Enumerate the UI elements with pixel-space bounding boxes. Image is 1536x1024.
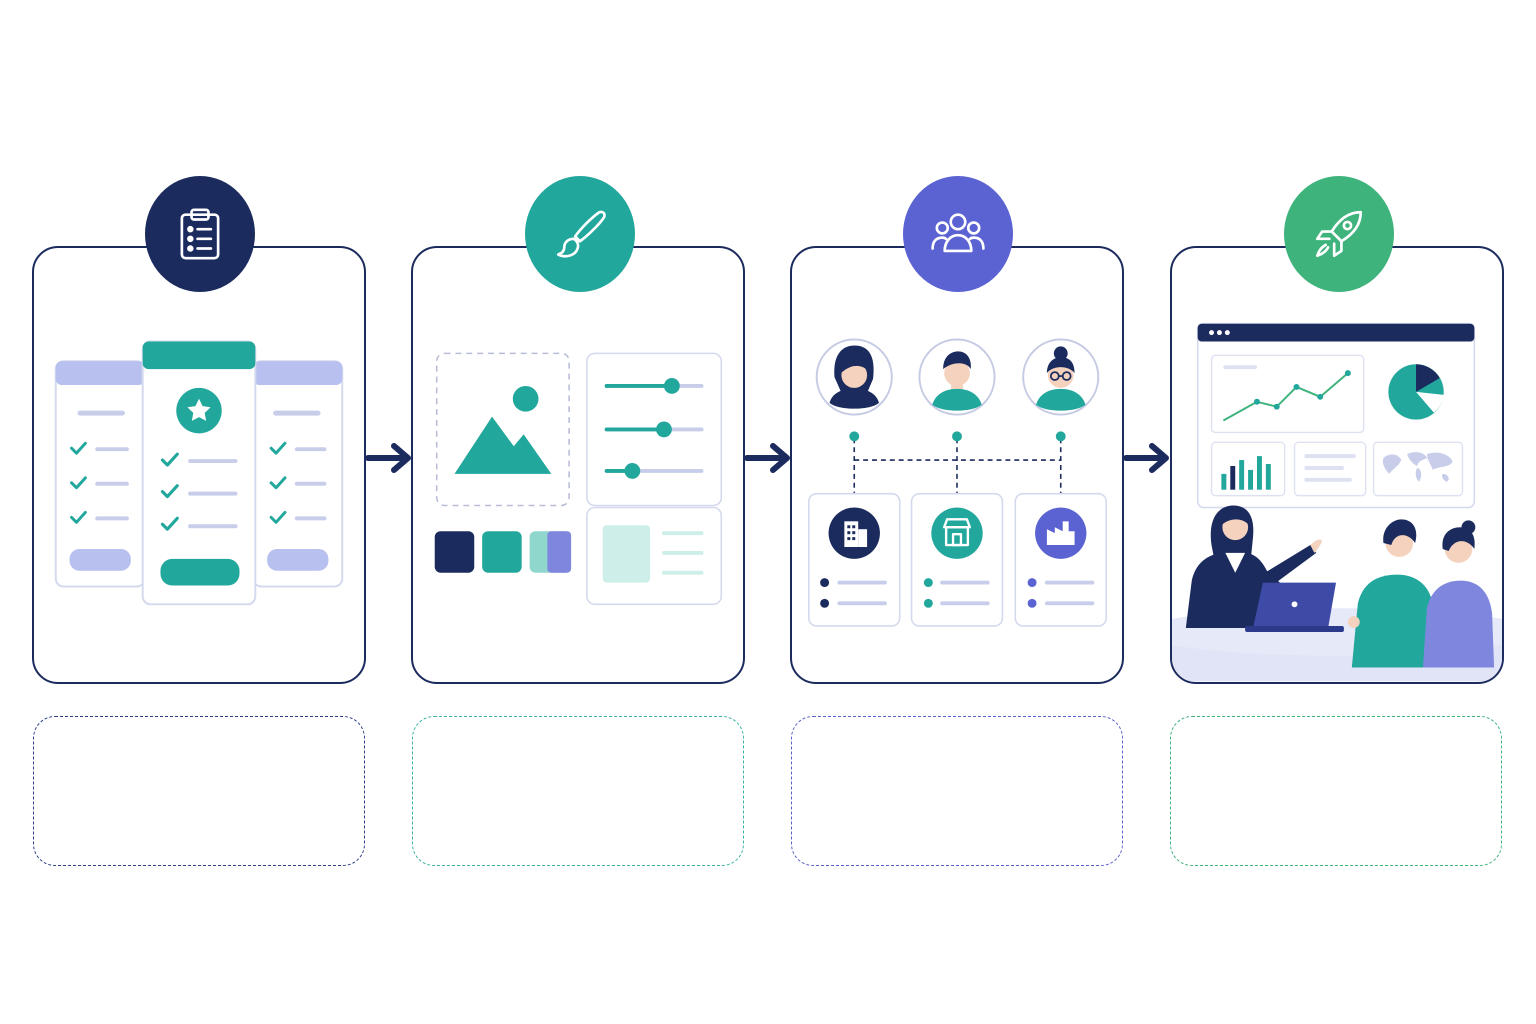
plan-card-right	[252, 360, 344, 588]
color-swatches	[434, 531, 572, 573]
note-box-plan[interactable]	[33, 716, 365, 866]
storefront-icon	[942, 518, 972, 547]
arrow-right-icon	[365, 443, 411, 473]
bar-chart-icon	[1221, 456, 1271, 490]
stage-badge-collaborate	[903, 176, 1013, 292]
design-tools-illustration	[434, 352, 723, 606]
stage-badge-launch	[1284, 176, 1394, 292]
factory-icon	[1046, 521, 1075, 546]
avatar	[815, 338, 893, 416]
stage-card-collaborate	[790, 246, 1124, 684]
pie-chart-icon	[1388, 364, 1444, 420]
laptop-icon	[1245, 582, 1344, 632]
image-placeholder	[435, 352, 570, 507]
world-map-icon	[1382, 452, 1453, 482]
arrow-right-icon	[744, 443, 790, 473]
layout-preview-panel	[586, 506, 723, 606]
org-card-factory	[1014, 492, 1107, 627]
stage-badge-design	[525, 176, 635, 292]
team-people-icon	[931, 213, 985, 253]
stage-card-launch	[1170, 246, 1504, 684]
dashboard-window	[1196, 322, 1476, 509]
note-box-collaborate[interactable]	[791, 716, 1123, 866]
plan-card-left	[54, 360, 146, 588]
org-card-store	[910, 492, 1004, 627]
audience-person	[1347, 519, 1435, 668]
org-card-office	[808, 492, 901, 627]
audience-person	[1422, 520, 1495, 668]
sliders-panel	[586, 352, 723, 507]
avatar	[1022, 338, 1100, 416]
clipboard-checklist-icon	[180, 208, 220, 260]
stage-card-plan	[32, 246, 366, 684]
star-icon	[187, 398, 211, 421]
arrow-right-icon	[1123, 443, 1169, 473]
plan-card-featured	[141, 340, 257, 606]
stage-badge-plan	[145, 176, 255, 292]
presenter-person	[1185, 505, 1323, 629]
note-box-design[interactable]	[412, 716, 744, 866]
rocket-icon	[1315, 210, 1363, 258]
paintbrush-icon	[556, 210, 606, 258]
avatar	[918, 338, 996, 416]
stage-card-design	[411, 246, 745, 684]
team-org-illustration	[808, 338, 1107, 627]
note-box-launch[interactable]	[1170, 716, 1502, 866]
pricing-plans-illustration	[54, 340, 344, 606]
launch-dashboard-illustration	[1172, 322, 1502, 682]
